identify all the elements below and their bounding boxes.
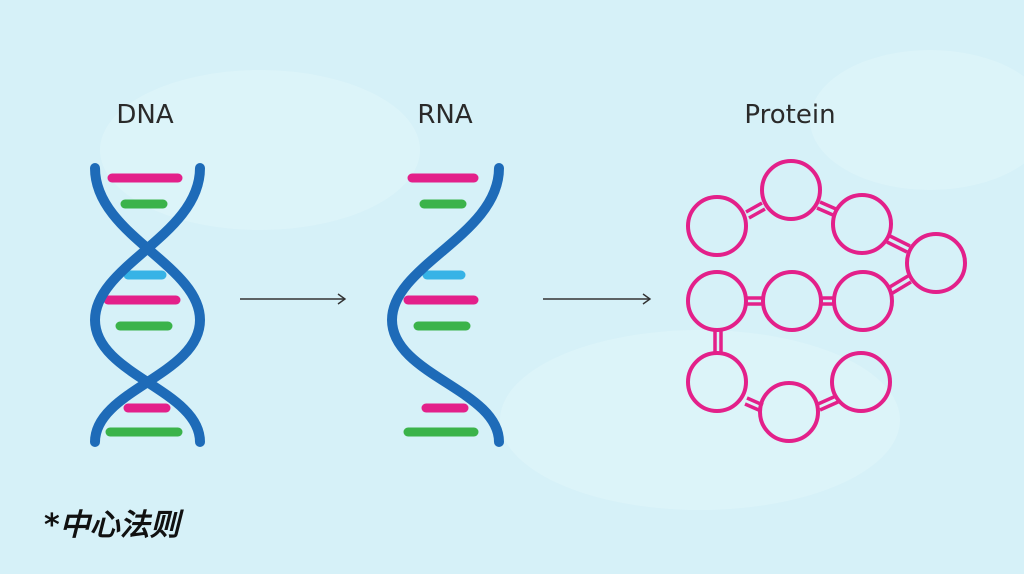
amino-acid-node <box>905 232 967 294</box>
rna-label: RNA <box>417 100 473 130</box>
arrow-right-icon <box>543 293 652 305</box>
dna-double-helix-icon <box>89 163 206 447</box>
central-dogma-caption: *中心法则 <box>44 508 180 543</box>
rna-backbone-strand <box>386 163 504 447</box>
dna-backbone-strand <box>89 163 205 447</box>
rna-strand-icon <box>386 163 504 447</box>
dna-backbone-strand <box>90 163 206 447</box>
amino-acid-node <box>686 351 748 413</box>
amino-acid-node <box>686 195 748 257</box>
amino-acid-node <box>831 193 893 255</box>
amino-acid-node <box>760 159 822 221</box>
amino-acid-node <box>830 351 892 413</box>
amino-acid-node <box>832 270 894 332</box>
dna-label: DNA <box>116 100 174 130</box>
background-decoration <box>100 50 1024 510</box>
arrow-right-icon <box>240 293 347 305</box>
protein-chain-icon <box>686 159 967 443</box>
amino-acid-node <box>758 381 820 443</box>
protein-label: Protein <box>744 100 836 130</box>
rna-rungs <box>403 173 479 437</box>
amino-acid-node <box>686 270 748 332</box>
dna-rungs <box>103 173 183 437</box>
amino-acid-node <box>761 270 823 332</box>
